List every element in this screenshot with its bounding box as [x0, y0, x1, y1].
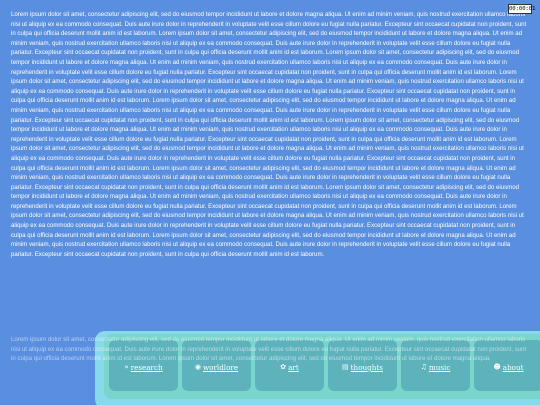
nav-item-label[interactable]: thoughts	[350, 363, 383, 372]
nav-item-music[interactable]: ♫ music	[401, 340, 470, 391]
nav-item-thoughts[interactable]: ▤ thoughts	[328, 340, 397, 391]
nav-item-label[interactable]: research	[130, 363, 163, 372]
book-icon: ▤	[342, 363, 349, 371]
nav-item-label[interactable]: worldlore	[202, 363, 239, 372]
music-note-icon: ♫	[420, 363, 427, 371]
nav-item-research[interactable]: » research	[109, 340, 178, 391]
nav-item-label[interactable]: music	[428, 363, 451, 372]
overlay-body-text: Lorem ipsum dolor sit amet, consectetur …	[11, 336, 527, 363]
nav-item-label[interactable]: art	[288, 363, 299, 372]
nav-item-about[interactable]: ☻ about	[474, 340, 540, 391]
double-chevron-right-icon: »	[124, 363, 129, 371]
navigation-dock: » research ◉ worldlore ✿ art ▤ thoughts …	[104, 334, 540, 399]
nav-item-label[interactable]: about	[502, 363, 524, 372]
nav-item-art[interactable]: ✿ art	[255, 340, 324, 391]
globe-icon: ◉	[194, 363, 201, 371]
palette-icon: ✿	[280, 363, 287, 371]
clock: 00:00:01	[508, 4, 536, 14]
body-text: Lorem ipsum dolor sit amet, consectetur …	[11, 11, 527, 258]
nav-item-worldlore[interactable]: ◉ worldlore	[182, 340, 251, 391]
person-icon: ☻	[493, 363, 501, 371]
